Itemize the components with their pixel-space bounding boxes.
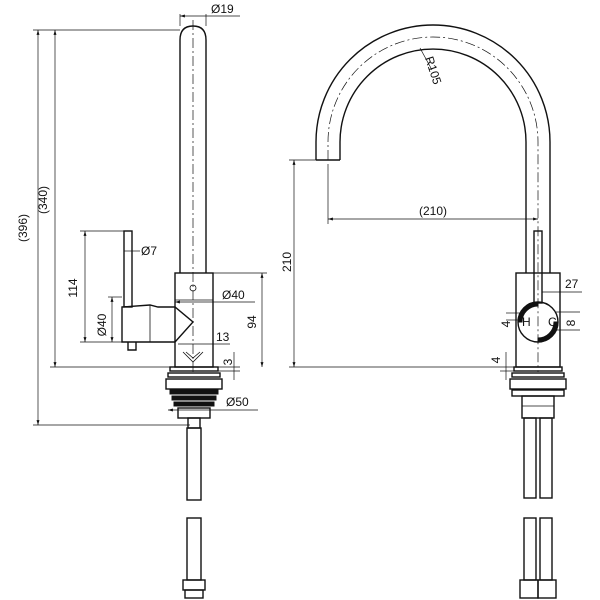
arc-radius-label: R105	[422, 55, 444, 87]
base-diameter-label: Ø50	[226, 395, 249, 409]
front-view: R105 H C 210 (210) 27	[280, 24, 582, 599]
body-height-label: 94	[245, 315, 259, 329]
spout-reach-label: (210)	[419, 204, 447, 218]
svg-text:C: C	[548, 315, 557, 329]
side-body-hole	[189, 284, 197, 292]
front-hose-hot-lower	[523, 517, 537, 581]
lever-height-label: 114	[66, 278, 80, 297]
body-diameter-vertical-label: Ø40	[95, 313, 109, 336]
spout-height-label: (340)	[36, 186, 50, 214]
front-hose-cold-lower	[539, 517, 553, 581]
spout-diameter-label: Ø19	[211, 2, 234, 16]
dim-27-label: 27	[565, 277, 579, 291]
side-lever-pin	[123, 230, 133, 308]
front-spout-arc-inner	[339, 48, 527, 273]
dim-4-lower-label: 4	[489, 356, 503, 363]
dim-13-label: 13	[216, 330, 230, 344]
side-base-ring	[169, 366, 219, 372]
side-lever-handle	[121, 304, 195, 343]
overall-height-label: (396)	[16, 214, 30, 242]
front-spout-centerline	[327, 36, 539, 372]
outlet-height-label: 210	[280, 252, 294, 272]
side-view: (396) (340) 114 Ø40 Ø7 Ø19 Ø40 94 13	[16, 2, 267, 599]
side-hose-lower	[186, 517, 202, 581]
dim-3-label: 3	[221, 358, 235, 365]
front-hose-hot-upper	[523, 417, 537, 499]
svg-text:H: H	[522, 315, 531, 329]
body-diameter-label: Ø40	[222, 288, 245, 302]
dim-8-label: 8	[564, 319, 578, 326]
front-hose-cold-upper	[539, 417, 553, 499]
front-spout-arc-outer	[315, 24, 551, 273]
lever-diameter-label: Ø7	[141, 244, 157, 258]
side-body	[174, 272, 214, 368]
dim-4-upper-label: 4	[499, 320, 513, 327]
side-hose-upper	[186, 427, 202, 501]
